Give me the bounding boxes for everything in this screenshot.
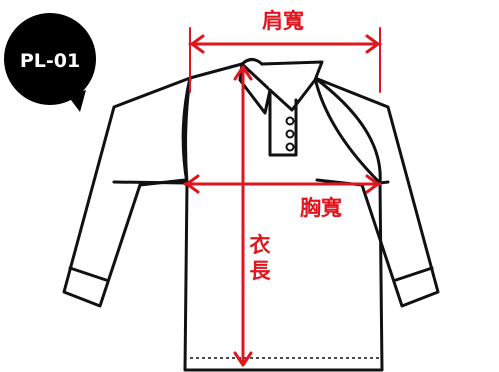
left-armhole-seam: [181, 76, 192, 185]
body-length-label-bottom: 長: [250, 259, 272, 283]
product-code-badge: PL-01: [4, 13, 96, 112]
shoulder-width-label: 肩寬: [262, 9, 304, 33]
collar-back: [240, 58, 264, 66]
body-length-label-top: 衣: [250, 233, 271, 257]
button-icon: [285, 116, 295, 126]
placket-buttons: [285, 116, 295, 152]
right-cuff-line: [394, 266, 434, 282]
collar-right: [260, 60, 324, 112]
product-code-label: PL-01: [20, 50, 80, 72]
button-icon: [285, 142, 295, 152]
shirt-body: [183, 76, 384, 372]
left-shoulder: [188, 62, 244, 80]
measurement-lines: [183, 27, 382, 367]
placket: [268, 88, 298, 157]
left-sleeve: [62, 76, 192, 308]
polo-shirt-outline: [62, 58, 440, 372]
right-armhole-seam: [313, 76, 382, 185]
left-cuff-line: [68, 266, 108, 282]
chest-width-label: 胸寬: [300, 196, 342, 220]
button-icon: [285, 129, 295, 139]
